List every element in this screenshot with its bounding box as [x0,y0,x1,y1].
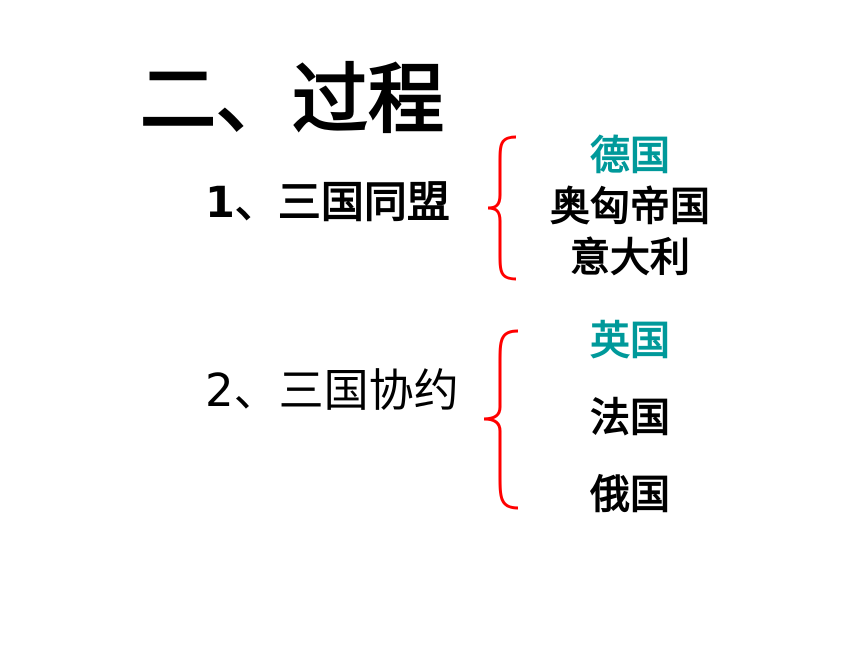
section-heading-triple-alliance: 1、三国同盟 [205,178,450,228]
member-russia: 俄国 [590,472,670,518]
member-france: 法国 [590,395,670,441]
slide-title: 二、过程 [140,55,444,144]
brace-triple-alliance [487,135,517,281]
section-heading-triple-entente: 2、三国协约 [205,364,459,417]
member-austria-hungary: 奥匈帝国 [550,184,710,230]
brace-path [483,329,519,510]
brace-path [487,135,517,281]
brace-triple-entente [483,329,519,510]
member-italy: 意大利 [570,235,690,281]
member-germany: 德国 [590,133,670,179]
member-britain: 英国 [590,318,670,364]
